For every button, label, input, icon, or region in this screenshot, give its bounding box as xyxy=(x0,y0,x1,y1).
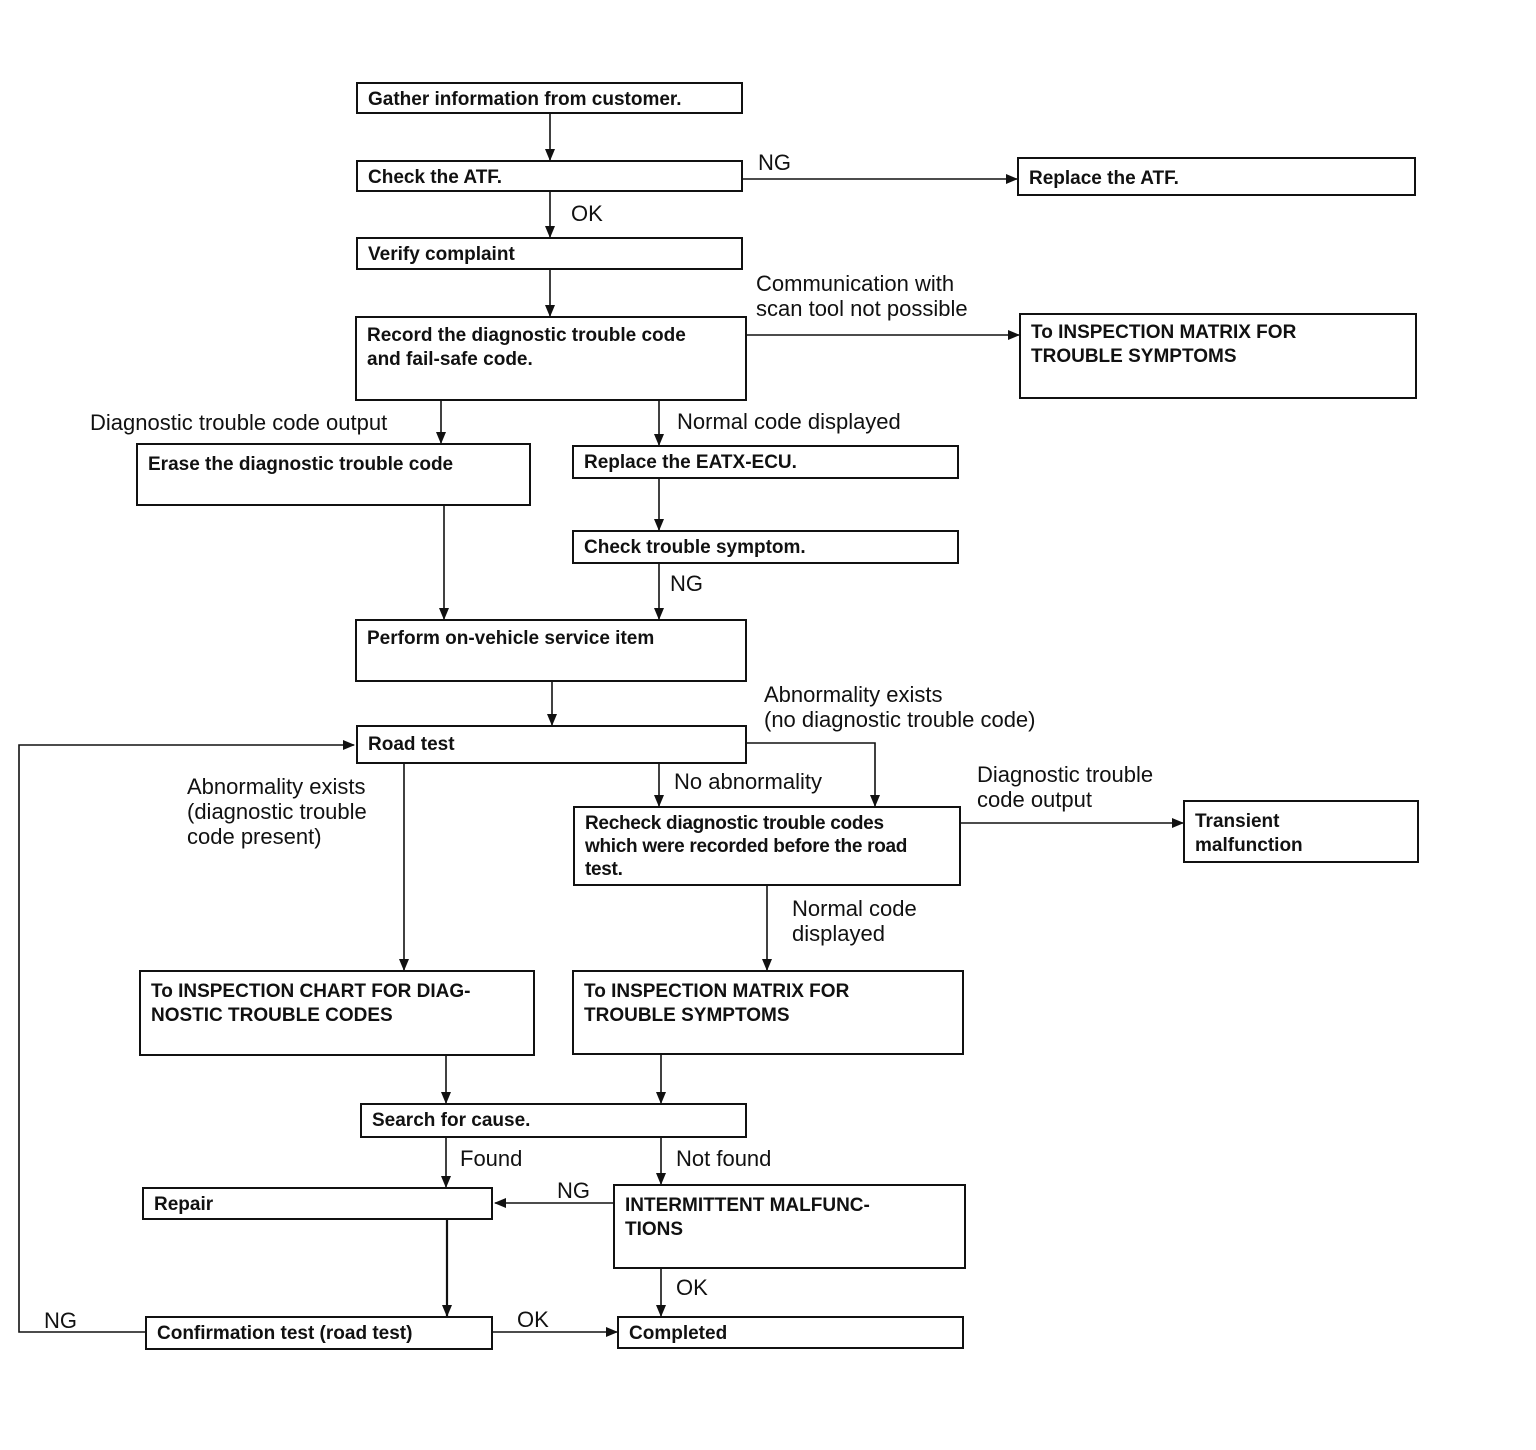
label-ok-atf: OK xyxy=(571,201,603,226)
box-recheck-dtc: Recheck diagnostic trouble codes which w… xyxy=(573,806,961,886)
box-matrix-bottom: To INSPECTION MATRIX FOR TROUBLE SYMPTOM… xyxy=(572,970,964,1055)
label-ng-symptom: NG xyxy=(670,571,703,596)
box-inspection-chart-dtc: To INSPECTION CHART FOR DIAG- NOSTIC TRO… xyxy=(139,970,535,1056)
label-abnormality-dtc: Abnormality exists (diagnostic trouble c… xyxy=(187,774,367,849)
label-no-abnormality: No abnormality xyxy=(674,769,822,794)
label-ok-intermittent: OK xyxy=(676,1275,708,1300)
box-completed: Completed xyxy=(617,1316,964,1349)
label-ng-atf: NG xyxy=(758,150,791,175)
box-replace-atf: Replace the ATF. xyxy=(1017,157,1416,196)
box-repair: Repair xyxy=(142,1187,493,1220)
box-road-test: Road test xyxy=(356,725,747,764)
box-search-cause: Search for cause. xyxy=(360,1103,747,1138)
box-matrix-top: To INSPECTION MATRIX FOR TROUBLE SYMPTOM… xyxy=(1019,313,1417,399)
box-replace-ecu: Replace the EATX-ECU. xyxy=(572,445,959,479)
box-record-dtc: Record the diagnostic trouble code and f… xyxy=(355,316,747,401)
label-ng-intermittent: NG xyxy=(557,1178,590,1203)
label-found: Found xyxy=(460,1146,523,1171)
label-communication-fail: Communication with scan tool not possibl… xyxy=(756,271,968,321)
label-abnormality-no-dtc: Abnormality exists (no diagnostic troubl… xyxy=(764,682,1036,732)
label-ok-confirm: OK xyxy=(517,1307,549,1332)
label-normal-code: Normal code displayed xyxy=(677,409,901,434)
box-erase-dtc: Erase the diagnostic trouble code xyxy=(136,443,531,506)
box-check-atf: Check the ATF. xyxy=(356,160,743,192)
label-dtc-output-right: Diagnostic trouble code output xyxy=(977,762,1154,812)
box-confirmation-test: Confirmation test (road test) xyxy=(145,1316,493,1350)
box-check-symptom: Check trouble symptom. xyxy=(572,530,959,564)
label-normal-code-2: Normal code displayed xyxy=(792,896,917,946)
label-not-found: Not found xyxy=(676,1146,772,1171)
box-perform-service: Perform on-vehicle service item xyxy=(355,619,747,682)
box-verify-complaint: Verify complaint xyxy=(356,237,743,270)
arrow-road-recheck-abn xyxy=(747,742,880,807)
box-transient-malfunction: Transient malfunction xyxy=(1183,800,1419,863)
label-ng-confirm: NG xyxy=(44,1308,77,1333)
box-gather-information: Gather information from customer. xyxy=(356,82,743,114)
label-dtc-output-left: Diagnostic trouble code output xyxy=(90,410,388,435)
box-intermittent-malfunctions: INTERMITTENT MALFUNC- TIONS xyxy=(613,1184,966,1269)
arrow-confirm-road-loop xyxy=(18,740,355,1333)
